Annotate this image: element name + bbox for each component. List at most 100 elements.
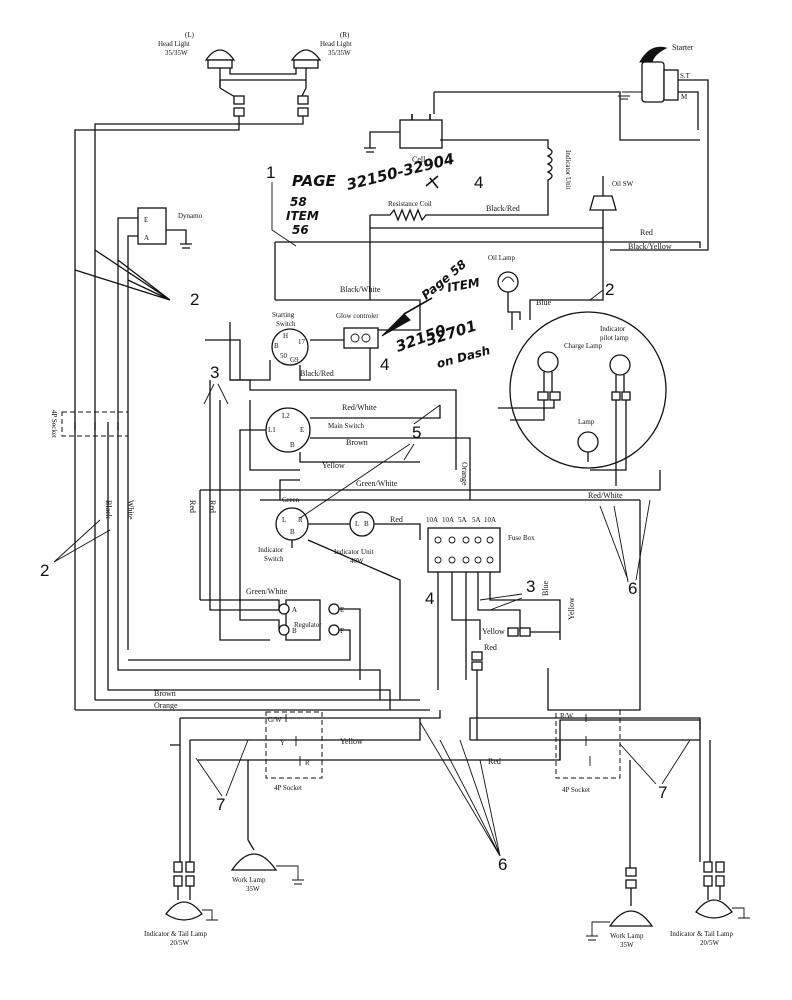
- oil-lamp-label: Oil Lamp: [488, 254, 516, 262]
- wire-label-yellow-bottom: Yellow: [340, 737, 363, 746]
- wire-label-yellow-fuse: Yellow: [482, 627, 505, 636]
- dynamo-label: Dynamo: [178, 212, 203, 220]
- main-switch-terminal-l1: L1: [268, 426, 276, 434]
- wire-label-brown-bottom: Brown: [154, 689, 176, 698]
- arrow-icon: [381, 313, 411, 337]
- socket-4p-left-label: 4P Socket: [50, 410, 58, 438]
- resistance-coil-icon: [370, 206, 549, 222]
- callout-5: 5: [412, 423, 421, 442]
- starting-switch: Starting Switch H B 17 50 G9: [271, 311, 309, 366]
- handwritten-part-no-right-2: 32701: [424, 317, 479, 350]
- headlight-left-pos: (L): [185, 31, 195, 39]
- callout-2-left: 2: [40, 561, 49, 580]
- tail-lamp-right-line2: 20/5W: [700, 939, 719, 947]
- oil-switch-label: Oil SW: [612, 180, 634, 188]
- wire-label-orange-vert: Orange: [460, 462, 469, 486]
- fuse-rating-4: 5A: [472, 516, 481, 524]
- callout-3-right: 3: [526, 577, 535, 596]
- wire-label-red-bottom: Red: [488, 757, 501, 766]
- dynamo-terminal-e: E: [144, 216, 148, 224]
- indicator-unit: L B Indicator Unit 40W: [334, 511, 375, 565]
- callout-3-left: 3: [210, 363, 219, 382]
- headlight-right-label: Head Light: [320, 40, 352, 48]
- socket-br-rw: R/W: [560, 712, 574, 720]
- dynamo: Dynamo E A: [137, 207, 203, 249]
- work-lamp-right: Work Lamp 35W: [586, 867, 654, 949]
- headlight-right-lamp-icon: [290, 49, 322, 61]
- lamp-label: Lamp: [578, 418, 595, 426]
- wire-label-blue-vert: Blue: [541, 580, 550, 596]
- wire-label-black-red-top: Black/Red: [486, 204, 520, 213]
- wire-label-black-yellow: Black/Yellow: [628, 242, 672, 251]
- handwritten-58: 58: [290, 195, 307, 209]
- tail-lamp-right: Indicator & Tail Lamp 20/5W: [670, 861, 750, 947]
- charge-lamp-label: Charge Lamp: [564, 342, 603, 350]
- indicator-switch-line1: Indicator: [258, 546, 284, 554]
- handwritten-56: 56: [292, 223, 309, 237]
- wire-label-white-vert: White: [126, 500, 135, 520]
- regulator: Regulator A B E F: [278, 599, 344, 641]
- headlight-right-rating: 35/35W: [328, 49, 351, 57]
- wire-label-blue: Blue: [536, 298, 552, 307]
- fuse-rating-2: 10A: [442, 516, 454, 524]
- socket-bl-label: 4P Socket: [274, 784, 302, 792]
- regulator-terminal-a: A: [292, 606, 297, 614]
- wire-label-yellow-vert: Yellow: [567, 597, 576, 620]
- starter-pinion-icon: [639, 46, 668, 63]
- handwritten-item: ITEM: [286, 209, 319, 223]
- resistance-coil: Resistance Coil: [369, 200, 549, 260]
- socket-bl-y: Y: [280, 739, 285, 747]
- starter: Starter S.T M: [618, 43, 694, 103]
- starting-switch-terminal-g9: G9: [290, 356, 299, 364]
- work-lamp-left-line2: 35W: [246, 885, 260, 893]
- wire-label-green-white-reg: Green/White: [246, 587, 288, 596]
- regulator-label: Regulator: [294, 621, 322, 629]
- wire-label-red-vert-1: Red: [188, 500, 197, 513]
- indicator-unit-terminal-l: L: [355, 520, 359, 528]
- oil-lamp-icon: [497, 271, 519, 293]
- headlight-left: (L) Head Light 35/35W: [158, 31, 236, 88]
- handwritten-item-right: ITEM: [446, 275, 481, 294]
- headlight-left-lamp-icon: [204, 49, 236, 61]
- socket-4p-bottom-right: R/W 4P Socket: [555, 709, 621, 794]
- headlight-right-pos: (R): [340, 31, 350, 39]
- starting-switch-line1: Starting: [272, 311, 295, 319]
- oil-lamp: Oil Lamp: [488, 254, 521, 330]
- oil-switch: Oil SW: [589, 176, 634, 228]
- wire-label-orange-bottom: Orange: [154, 701, 178, 710]
- fuse-box-icon: [427, 527, 501, 573]
- work-lamp-left-line1: Work Lamp: [232, 876, 266, 884]
- oil-switch-icon: [589, 195, 617, 211]
- regulator-icon: [285, 599, 321, 641]
- tail-lamp-right-icon: [695, 899, 733, 919]
- work-lamp-left: Work Lamp 35W: [230, 839, 304, 893]
- work-lamp-left-icon: [230, 853, 278, 871]
- handwritten-notes: PAGE 58 ITEM 56 32150-32904 Page 58 ITEM…: [286, 150, 492, 371]
- battery-icon: [399, 119, 443, 149]
- fuse-rating-5: 10A: [484, 516, 496, 524]
- main-switch-terminal-e: E: [300, 426, 304, 434]
- tail-lamp-left-line1: Indicator & Tail Lamp: [144, 930, 207, 938]
- resistance-coil-label: Resistance Coil: [388, 200, 432, 208]
- indicator-unit-vertical: Indicator Unit: [440, 139, 572, 206]
- fuse-rating-1: 10A: [426, 516, 438, 524]
- callout-2-oil: 2: [605, 280, 614, 299]
- starting-switch-icon: [271, 328, 309, 366]
- pilot-lamp-icon: [609, 354, 631, 376]
- glow-controller-icon: [343, 327, 379, 349]
- starter-terminal-st: S.T: [680, 72, 691, 80]
- indicator-unit-terminal-b: B: [364, 520, 369, 528]
- wire-label-brown-mid: Brown: [346, 438, 368, 447]
- indicator-unit-vertical-label: Indicator Unit: [564, 150, 572, 190]
- socket-bl-r: R: [305, 759, 310, 767]
- callout-6-bottom: 6: [498, 855, 507, 874]
- fuse-box: 10A 10A 5A 5A 10A Fuse Box: [426, 516, 535, 573]
- green-label: Green: [282, 496, 300, 504]
- callout-4-fuse: 4: [425, 589, 434, 608]
- headlight-right: (R) Head Light 35/35W: [290, 31, 352, 88]
- wire-label-yellow-mid: Yellow: [322, 461, 345, 470]
- wire-label-red-top: Red: [640, 228, 653, 237]
- socket-br-label: 4P Socket: [562, 786, 590, 794]
- fuse-connectors: [471, 627, 531, 671]
